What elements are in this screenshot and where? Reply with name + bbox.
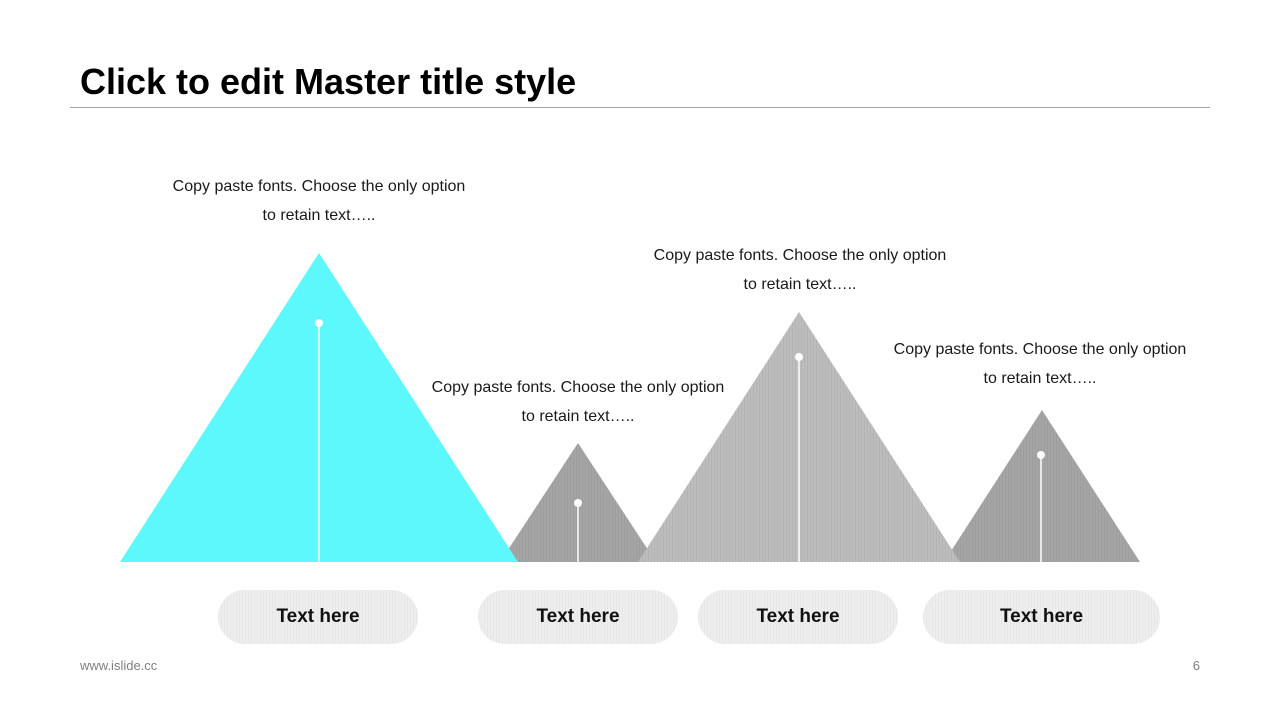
slide-title[interactable]: Click to edit Master title style [80, 61, 577, 102]
peak-1-caption-line2: to retain text….. [262, 207, 376, 224]
peak-3-caption[interactable]: Copy paste fonts. Choose the only option… [630, 241, 970, 299]
peak-2-caption-line2: to retain text….. [521, 408, 635, 425]
peak-1-caption-line1: Copy paste fonts. Choose the only option [172, 178, 466, 195]
peak-4-label-button[interactable]: Text here [923, 590, 1160, 644]
peak-1-label-button[interactable]: Text here [218, 590, 418, 644]
peak-3-caption-line1: Copy paste fonts. Choose the only option [653, 247, 947, 264]
page-number: 6 [1192, 658, 1200, 673]
peak-2-caption[interactable]: Copy paste fonts. Choose the only option… [408, 373, 748, 431]
peak-4-caption[interactable]: Copy paste fonts. Choose the only option… [870, 335, 1210, 393]
peak-4[interactable] [944, 410, 1140, 562]
peak-1-marker-dot [315, 319, 323, 327]
peak-3[interactable] [638, 312, 960, 562]
peak-3-marker-dot [795, 353, 803, 361]
peak-2[interactable] [500, 443, 656, 562]
peak-4-caption-line1: Copy paste fonts. Choose the only option [893, 341, 1187, 358]
peak-3-label-button[interactable]: Text here [698, 590, 898, 644]
peak-4-texture [944, 410, 1140, 562]
peak-2-label-button[interactable]: Text here [478, 590, 678, 644]
footer-url[interactable]: www.islide.cc [80, 658, 158, 673]
title-divider [70, 107, 1210, 108]
peak-1[interactable] [120, 253, 518, 562]
peak-4-marker-dot [1037, 451, 1045, 459]
peak-4-caption-line2: to retain text….. [983, 370, 1097, 387]
peak-2-caption-line1: Copy paste fonts. Choose the only option [431, 379, 725, 396]
peak-3-caption-line2: to retain text….. [743, 276, 857, 293]
peak-1-caption[interactable]: Copy paste fonts. Choose the only option… [149, 172, 489, 230]
peak-2-marker-dot [574, 499, 582, 507]
